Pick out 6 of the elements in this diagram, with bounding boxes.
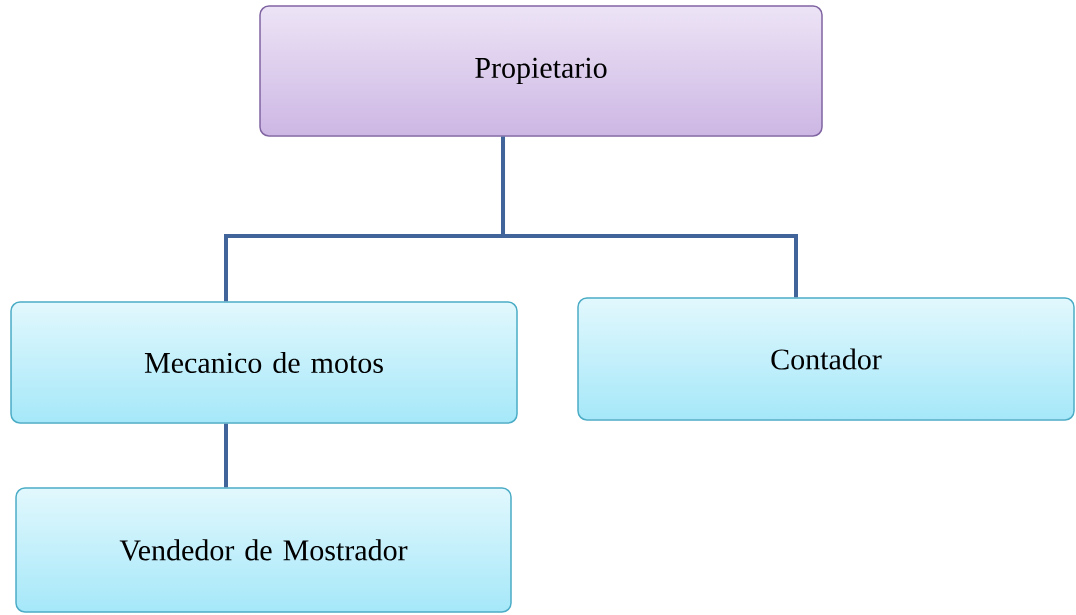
org-box: Contador bbox=[577, 297, 1075, 421]
connector-line bbox=[501, 136, 798, 298]
org-box: Propietario bbox=[259, 5, 823, 137]
connector-line bbox=[224, 423, 228, 488]
org-box: Vendedor de Mostrador bbox=[15, 487, 512, 613]
org-box: Mecanico de motos bbox=[10, 301, 518, 424]
